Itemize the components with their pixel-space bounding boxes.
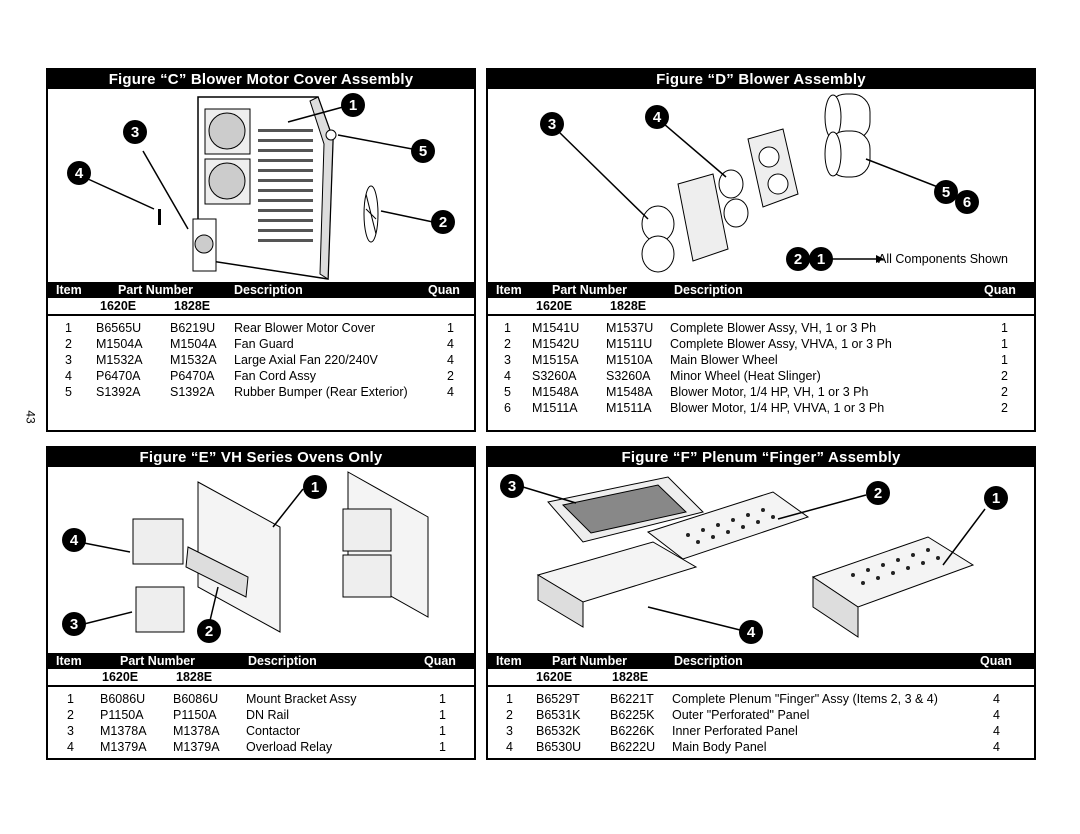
svg-text:5: 5 bbox=[419, 143, 427, 160]
svg-text:1: 1 bbox=[817, 251, 825, 268]
model-header: 1620E 1828E bbox=[488, 298, 1034, 316]
svg-text:4: 4 bbox=[653, 109, 662, 126]
callout-2 bbox=[786, 247, 810, 271]
callout-5 bbox=[934, 180, 958, 204]
panel-title: Figure “D” Blower Assembly bbox=[488, 70, 1034, 89]
svg-text:5: 5 bbox=[942, 184, 950, 201]
table-header: Item Part Number Description Quan bbox=[48, 653, 474, 669]
callout-3 bbox=[540, 112, 564, 136]
svg-text:3: 3 bbox=[508, 478, 516, 495]
callout-2 bbox=[431, 210, 455, 234]
figure-f-illustration: 3 2 1 4 bbox=[488, 467, 1034, 653]
callout-6 bbox=[955, 190, 979, 214]
svg-text:3: 3 bbox=[548, 116, 556, 133]
callout-1 bbox=[303, 475, 327, 499]
svg-text:1: 1 bbox=[311, 479, 319, 496]
callout-4 bbox=[67, 161, 91, 185]
model-header: 1620E 1828E bbox=[488, 669, 1034, 687]
svg-text:1: 1 bbox=[349, 97, 357, 114]
figure-d-illustration: 3 4 5 6 2 1 All Components Shown bbox=[488, 89, 1034, 282]
svg-text:1: 1 bbox=[992, 490, 1000, 507]
svg-text:4: 4 bbox=[70, 532, 79, 549]
svg-text:2: 2 bbox=[874, 485, 882, 502]
svg-text:6: 6 bbox=[963, 194, 971, 211]
callout-5 bbox=[411, 139, 435, 163]
callout-2 bbox=[197, 619, 221, 643]
panel-title: Figure “E” VH Series Ovens Only bbox=[48, 448, 474, 467]
panel-figure-e: Figure “E” VH Series Ovens Only 1 4 bbox=[46, 446, 476, 760]
model-header: 1620E 1828E bbox=[48, 669, 474, 687]
callout-4 bbox=[62, 528, 86, 552]
svg-text:3: 3 bbox=[131, 124, 139, 141]
all-components-note: All Components Shown bbox=[878, 252, 1008, 266]
panel-figure-c: Figure “C” Blower Motor Cover Assembly bbox=[46, 68, 476, 432]
panel-title: Figure “C” Blower Motor Cover Assembly bbox=[48, 70, 474, 89]
callout-1 bbox=[984, 486, 1008, 510]
figure-c-illustration: 1 2 3 4 5 bbox=[48, 89, 474, 282]
callout-1 bbox=[341, 93, 365, 117]
model-header: 1620E 1828E bbox=[48, 298, 474, 316]
table-header: Item Part Number Description Quan bbox=[488, 653, 1034, 669]
callout-2 bbox=[866, 481, 890, 505]
svg-text:2: 2 bbox=[439, 214, 447, 231]
table-header: Item Part Number Description Quan bbox=[48, 282, 474, 298]
callout-1 bbox=[809, 247, 833, 271]
figure-e-illustration: 1 4 3 2 bbox=[48, 467, 474, 653]
table-header: Item Part Number Description Quan bbox=[488, 282, 1034, 298]
panel-figure-f: Figure “F” Plenum “Finger” Assembly bbox=[486, 446, 1036, 760]
callout-3 bbox=[123, 120, 147, 144]
panel-title: Figure “F” Plenum “Finger” Assembly bbox=[488, 448, 1034, 467]
svg-text:2: 2 bbox=[205, 623, 213, 640]
svg-text:4: 4 bbox=[75, 165, 84, 182]
page-number: 43 bbox=[23, 410, 38, 424]
panel-figure-d: Figure “D” Blower Assembly 3 bbox=[486, 68, 1036, 432]
callout-4 bbox=[739, 620, 763, 644]
svg-text:3: 3 bbox=[70, 616, 78, 633]
callout-3 bbox=[500, 474, 524, 498]
svg-text:4: 4 bbox=[747, 624, 756, 641]
callout-4 bbox=[645, 105, 669, 129]
svg-text:2: 2 bbox=[794, 251, 802, 268]
callout-3 bbox=[62, 612, 86, 636]
